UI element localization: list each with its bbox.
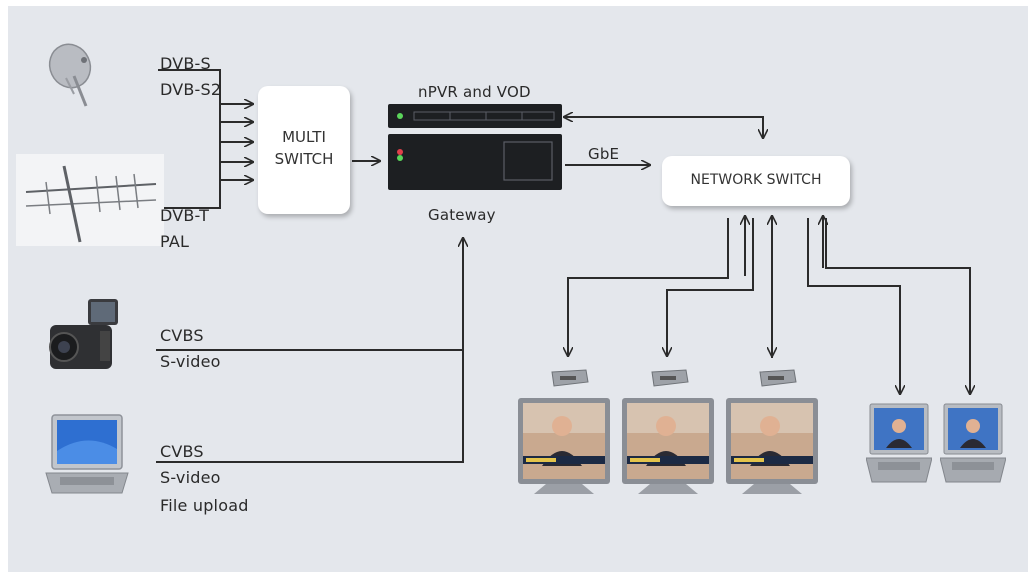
diagram-canvas: DVB-S DVB-S2 DVB-T PAL CVBS S-video CVBS…	[8, 6, 1028, 572]
gateway-unit	[388, 134, 562, 190]
npvr-vod-label: nPVR and VOD	[418, 83, 531, 101]
tv-screen-icon	[620, 396, 716, 500]
laptop-format-s-video: S-video	[160, 468, 221, 487]
video-camera-icon	[44, 291, 128, 383]
satellite-format-dvb-s: DVB-S	[160, 54, 211, 73]
camera-format-cvbs: CVBS	[160, 326, 204, 345]
terrestrial-format-dvb-t: DVB-T	[160, 206, 210, 225]
multiswitch-label-line2: SWITCH	[274, 150, 334, 168]
satellite-dish-icon	[40, 34, 100, 114]
tv-screen-icon	[724, 396, 820, 500]
set-top-box-icon	[648, 368, 690, 388]
gateway-label: Gateway	[428, 206, 496, 224]
satellite-format-dvb-s2: DVB-S2	[160, 80, 222, 99]
laptop-icon	[939, 402, 1007, 494]
multiswitch-box: MULTI SWITCH	[258, 86, 350, 214]
camera-format-s-video: S-video	[160, 352, 221, 371]
terrestrial-format-pal: PAL	[160, 232, 190, 251]
connection-lines	[156, 69, 1028, 463]
laptop-icon	[865, 402, 933, 494]
network-switch-label: NETWORK SWITCH	[690, 172, 822, 188]
gbe-label: GbE	[588, 145, 620, 163]
laptop-icon	[42, 411, 132, 501]
laptop-format-file-upload: File upload	[160, 496, 249, 515]
set-top-box-icon	[756, 368, 798, 388]
network-switch-box: NETWORK SWITCH	[662, 156, 850, 206]
npvr-server-unit	[388, 104, 562, 128]
tv-screen-icon	[516, 396, 612, 500]
laptop-format-cvbs: CVBS	[160, 442, 204, 461]
multiswitch-label-line1: MULTI	[282, 128, 326, 146]
set-top-box-icon	[548, 368, 590, 388]
terrestrial-antenna-icon	[16, 154, 164, 246]
